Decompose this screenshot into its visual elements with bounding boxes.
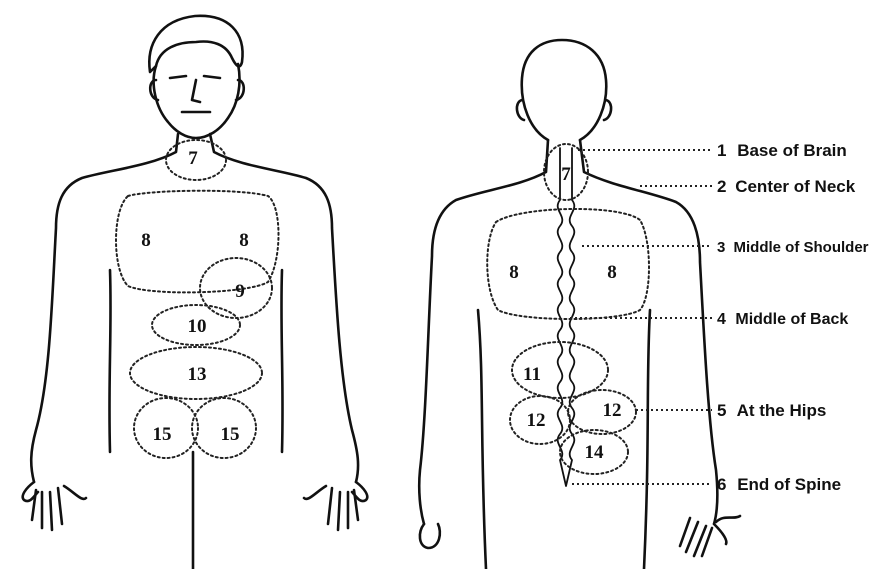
front-hand-left <box>23 482 86 530</box>
front-eye-right <box>204 76 220 78</box>
spine-label-3: 3 Middle of Shoulder <box>717 239 869 256</box>
spine-label-5-text: At the Hips <box>737 401 827 420</box>
spine-label-3-text: Middle of Shoulder <box>734 239 869 256</box>
front-zone-label-15-left: 15 <box>153 424 172 445</box>
back-zone-label-11: 11 <box>523 364 541 385</box>
spine-label-5-num: 5 <box>717 401 726 420</box>
spine-label-1: 1 Base of Brain <box>717 141 847 160</box>
back-zone-outlines <box>487 144 649 474</box>
front-zone-label-9: 9 <box>235 281 245 302</box>
back-zone-label-8-right: 8 <box>607 262 617 283</box>
spine-labels: 1 Base of Brain 2 Center of Neck 3 Middl… <box>717 141 869 494</box>
front-zone-label-7: 7 <box>188 148 198 169</box>
spine-label-6: 6 End of Spine <box>717 475 841 494</box>
back-zone-label-8-left: 8 <box>509 262 519 283</box>
spine-label-1-text: Base of Brain <box>737 141 847 160</box>
back-body-outline <box>419 140 717 569</box>
spine-label-2-num: 2 <box>717 177 726 196</box>
front-nose <box>192 80 200 102</box>
spine-label-3-num: 3 <box>717 239 725 256</box>
front-body-outline <box>31 134 358 482</box>
back-figure <box>419 40 740 569</box>
front-eye-left <box>170 76 186 78</box>
back-zone-label-14: 14 <box>585 442 605 463</box>
front-hand-right <box>304 482 367 530</box>
back-hand-right <box>680 516 740 556</box>
spine-label-4-text: Middle of Back <box>735 311 848 328</box>
spine-label-6-num: 6 <box>717 475 726 494</box>
front-zone-label-13: 13 <box>188 364 207 385</box>
back-zone-label-12-left: 12 <box>527 410 546 431</box>
front-zone-label-15-right: 15 <box>221 424 240 445</box>
front-zone-outlines <box>116 140 279 458</box>
spine-label-6-text: End of Spine <box>737 475 841 494</box>
front-hair <box>149 16 242 72</box>
back-hand-left <box>420 524 440 548</box>
spine-label-2-text: Center of Neck <box>735 177 856 196</box>
back-zone-label-12-right: 12 <box>603 400 622 421</box>
spine-label-4: 4 Middle of Back <box>717 311 848 328</box>
front-zone-label-8-right: 8 <box>239 230 249 251</box>
spine-label-4-num: 4 <box>717 311 726 328</box>
back-head <box>522 40 607 140</box>
spine-label-2: 2 Center of Neck <box>717 177 856 196</box>
back-zone-label-7: 7 <box>561 164 571 185</box>
front-zone-label-8-left: 8 <box>141 230 151 251</box>
front-zone-label-10: 10 <box>188 316 207 337</box>
spine-label-1-num: 1 <box>717 141 726 160</box>
spine-label-5: 5 At the Hips <box>717 401 826 420</box>
